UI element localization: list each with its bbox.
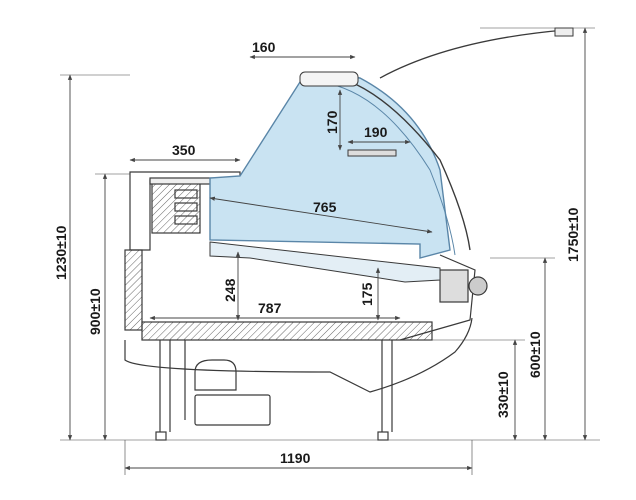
foot-rear: [155, 431, 167, 441]
front-panel: [399, 254, 476, 341]
display-deck: [209, 241, 441, 283]
display-case: [209, 27, 574, 283]
dim-work-height: 900±10: [87, 288, 103, 335]
dimension-labels: 160 350 170 190 765 248 787 175 1190 123…: [53, 39, 581, 466]
counter-body: [124, 171, 488, 441]
dim-front-height: 175: [359, 282, 375, 306]
dim-top-depth: 160: [252, 39, 276, 55]
upper-shelf: [347, 149, 397, 157]
evaporator: [439, 269, 469, 303]
rear-drawer-3: [174, 215, 198, 225]
lid-arm: [379, 29, 566, 79]
display-glass: [209, 75, 451, 259]
dim-total-height: 1750±10: [565, 207, 581, 262]
rear-upper-block: [151, 182, 201, 234]
base-floor: [141, 321, 433, 341]
dimension-lines: [60, 27, 600, 475]
lower-body-curve: [124, 317, 473, 393]
dim-total-width: 1190: [280, 450, 311, 466]
dim-display-depth: 765: [313, 199, 337, 215]
rear-drawer-1: [174, 189, 198, 199]
dim-well-height: 248: [222, 278, 238, 302]
dim-counter-height: 1230±10: [53, 225, 69, 280]
lid-handle: [554, 27, 574, 37]
compressor: [194, 394, 271, 426]
lamp-housing: [299, 71, 359, 87]
rear-wall: [124, 249, 143, 331]
dim-base-depth: 787: [258, 300, 282, 316]
dim-glass-gap: 170: [324, 110, 340, 134]
dim-shelf-depth: 350: [172, 142, 196, 158]
dim-leg-height: 330±10: [495, 371, 511, 418]
foot-front: [377, 431, 389, 441]
front-glass-inner: [319, 81, 456, 256]
rear-drawer-2: [174, 202, 198, 212]
dim-upper-shelf: 190: [364, 124, 388, 140]
dim-front-base: 600±10: [527, 331, 543, 378]
dim-line-display: [209, 196, 433, 234]
fan: [468, 276, 488, 296]
tank: [194, 359, 237, 391]
